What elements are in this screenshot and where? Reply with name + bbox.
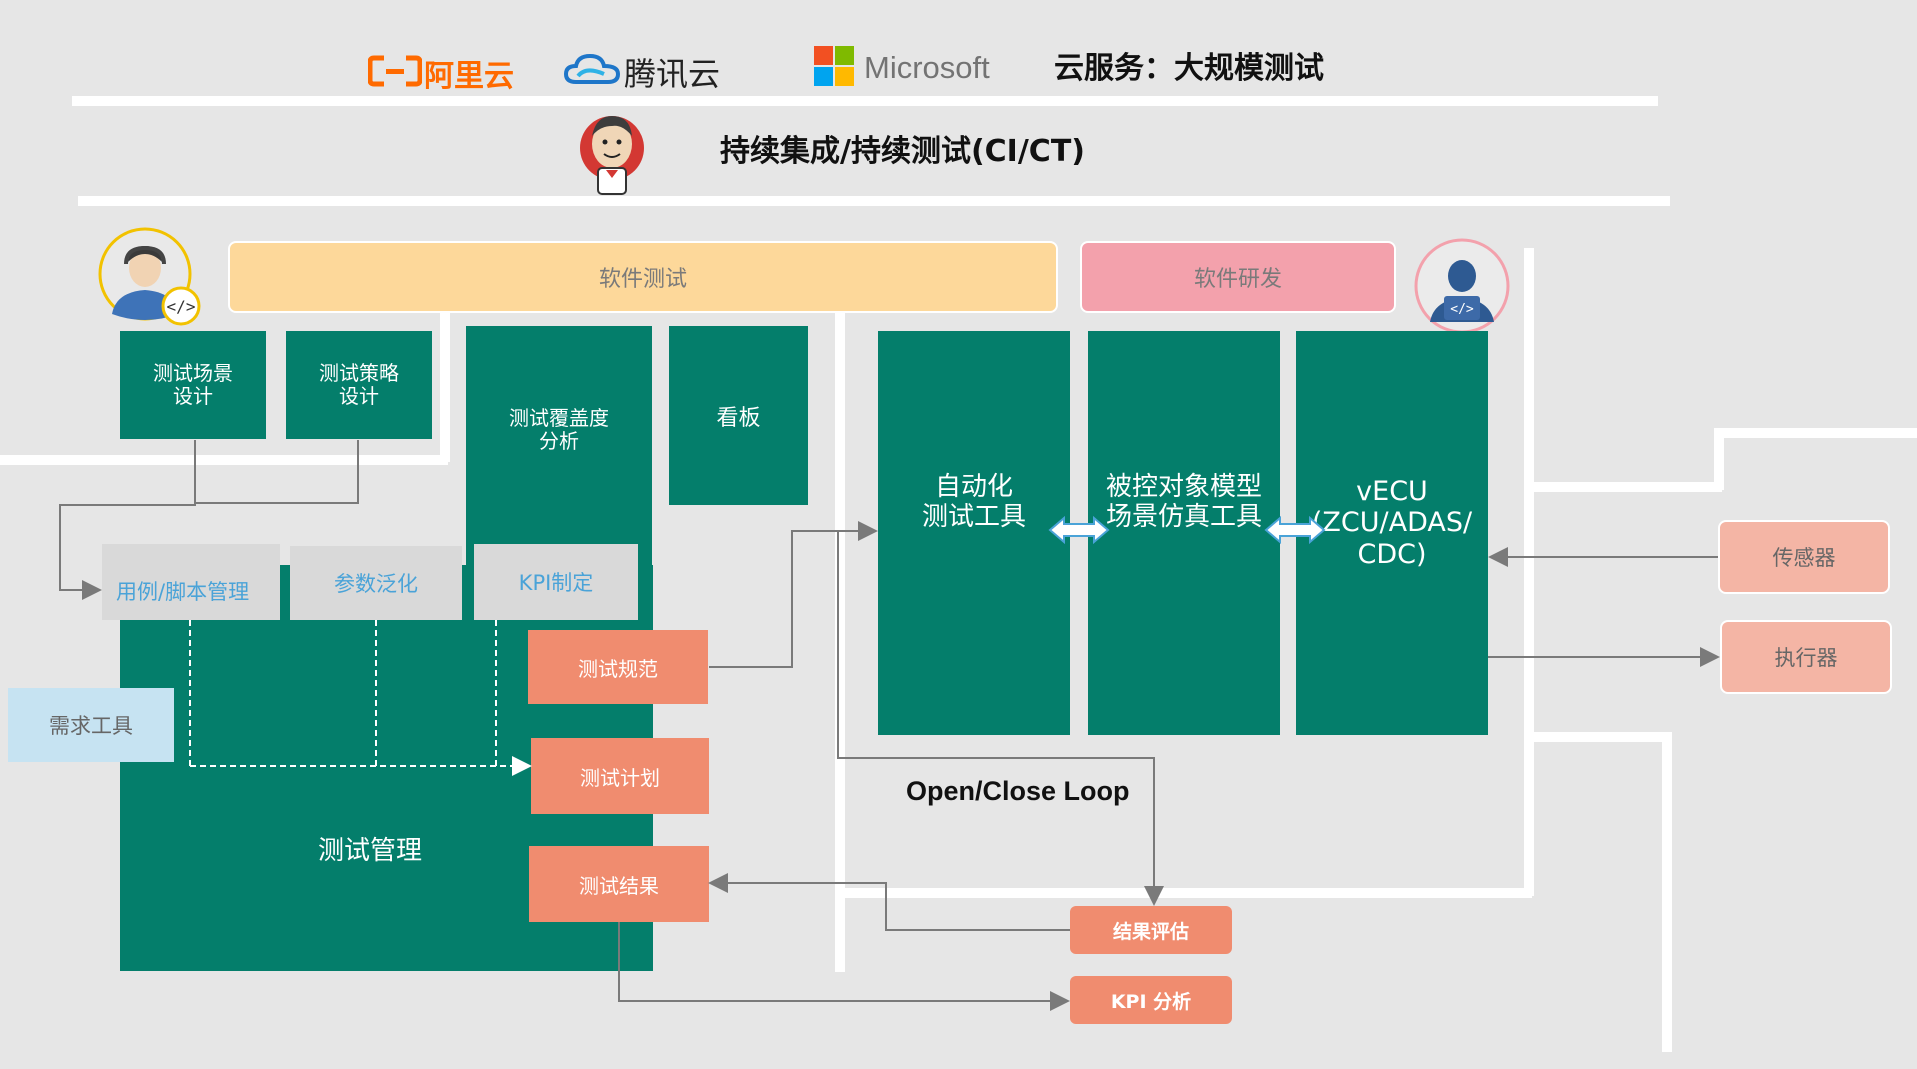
param-generalization-box: 参数泛化 [290, 546, 462, 620]
requirement-tool-box: 需求工具 [8, 688, 174, 762]
divider-line-right-step [1714, 428, 1724, 490]
svg-text:</>: </> [167, 297, 196, 316]
divider-line-middle [78, 196, 1670, 206]
test-strategy-design-box: 测试策略 设计 [286, 331, 432, 439]
connector-spec-to-tool [709, 521, 878, 668]
tencent-cloud-logo: 腾讯云 [563, 50, 744, 94]
kpi-analysis-box: KPI 分析 [1070, 976, 1232, 1024]
microsoft-logo-text: Microsoft [864, 50, 990, 85]
divider-line-right-top [1714, 428, 1917, 438]
actuator-box: 执行器 [1720, 620, 1892, 694]
sensor-box: 传感器 [1718, 520, 1890, 594]
svg-text:</>: </> [1450, 302, 1474, 317]
aliyun-logo: 阿里云 [367, 52, 518, 94]
divider-line-right-down [1662, 732, 1672, 1052]
divider-line-left-vertical [440, 312, 450, 462]
coverage-analysis-label: 测试覆盖度 分析 [509, 406, 609, 453]
cloud-service-title: 云服务：大规模测试 [1054, 51, 1324, 86]
cicd-title: 持续集成/持续测试(CI/CT) [720, 134, 1085, 169]
microsoft-logo: Microsoft [814, 46, 1014, 90]
kanban-box: 看板 [669, 326, 808, 505]
divider-line-left-horizontal [0, 455, 448, 465]
kpi-setting-box: KPI制定 [474, 544, 638, 620]
vecu-box: vECU (ZCU/ADAS/ CDC) [1296, 331, 1488, 735]
software-dev-banner: 软件研发 [1080, 241, 1396, 313]
plant-model-tool-box: 被控对象模型 场景仿真工具 [1088, 331, 1280, 735]
aliyun-logo-text: 阿里云 [424, 59, 514, 94]
test-spec-box: 测试规范 [528, 630, 708, 704]
software-testing-banner: 软件测试 [228, 241, 1058, 313]
developer-avatar-icon: </> [1414, 238, 1514, 338]
test-scene-design-box: 测试场景 设计 [120, 331, 266, 439]
case-script-mgmt-label: 用例/脚本管理 [116, 580, 250, 604]
divider-line-center-vertical [835, 312, 845, 972]
connector-strategy-join [195, 440, 359, 504]
result-eval-box: 结果评估 [1070, 906, 1232, 954]
divider-line-top [72, 96, 1658, 106]
divider-line-right-lower [1532, 732, 1672, 742]
test-result-box: 测试结果 [529, 846, 709, 922]
test-plan-box: 测试计划 [531, 738, 709, 814]
microsoft-logo-icon [814, 46, 854, 90]
divider-line-bottom [835, 888, 1532, 898]
divider-line-right-vertical [1524, 248, 1534, 896]
test-management-label: 测试管理 [317, 835, 422, 866]
tencent-cloud-text: 腾讯云 [624, 55, 721, 93]
tencent-cloud-icon [563, 52, 621, 92]
jenkins-icon [576, 108, 648, 198]
coverage-analysis-column [466, 326, 652, 576]
auto-test-tool-box: 自动化 测试工具 [878, 331, 1070, 735]
aliyun-logo-icon [367, 54, 423, 92]
tester-avatar-icon: </> [98, 226, 206, 326]
divider-line-right-upper [1532, 482, 1722, 492]
loop-label: Open/Close Loop [906, 776, 1130, 806]
